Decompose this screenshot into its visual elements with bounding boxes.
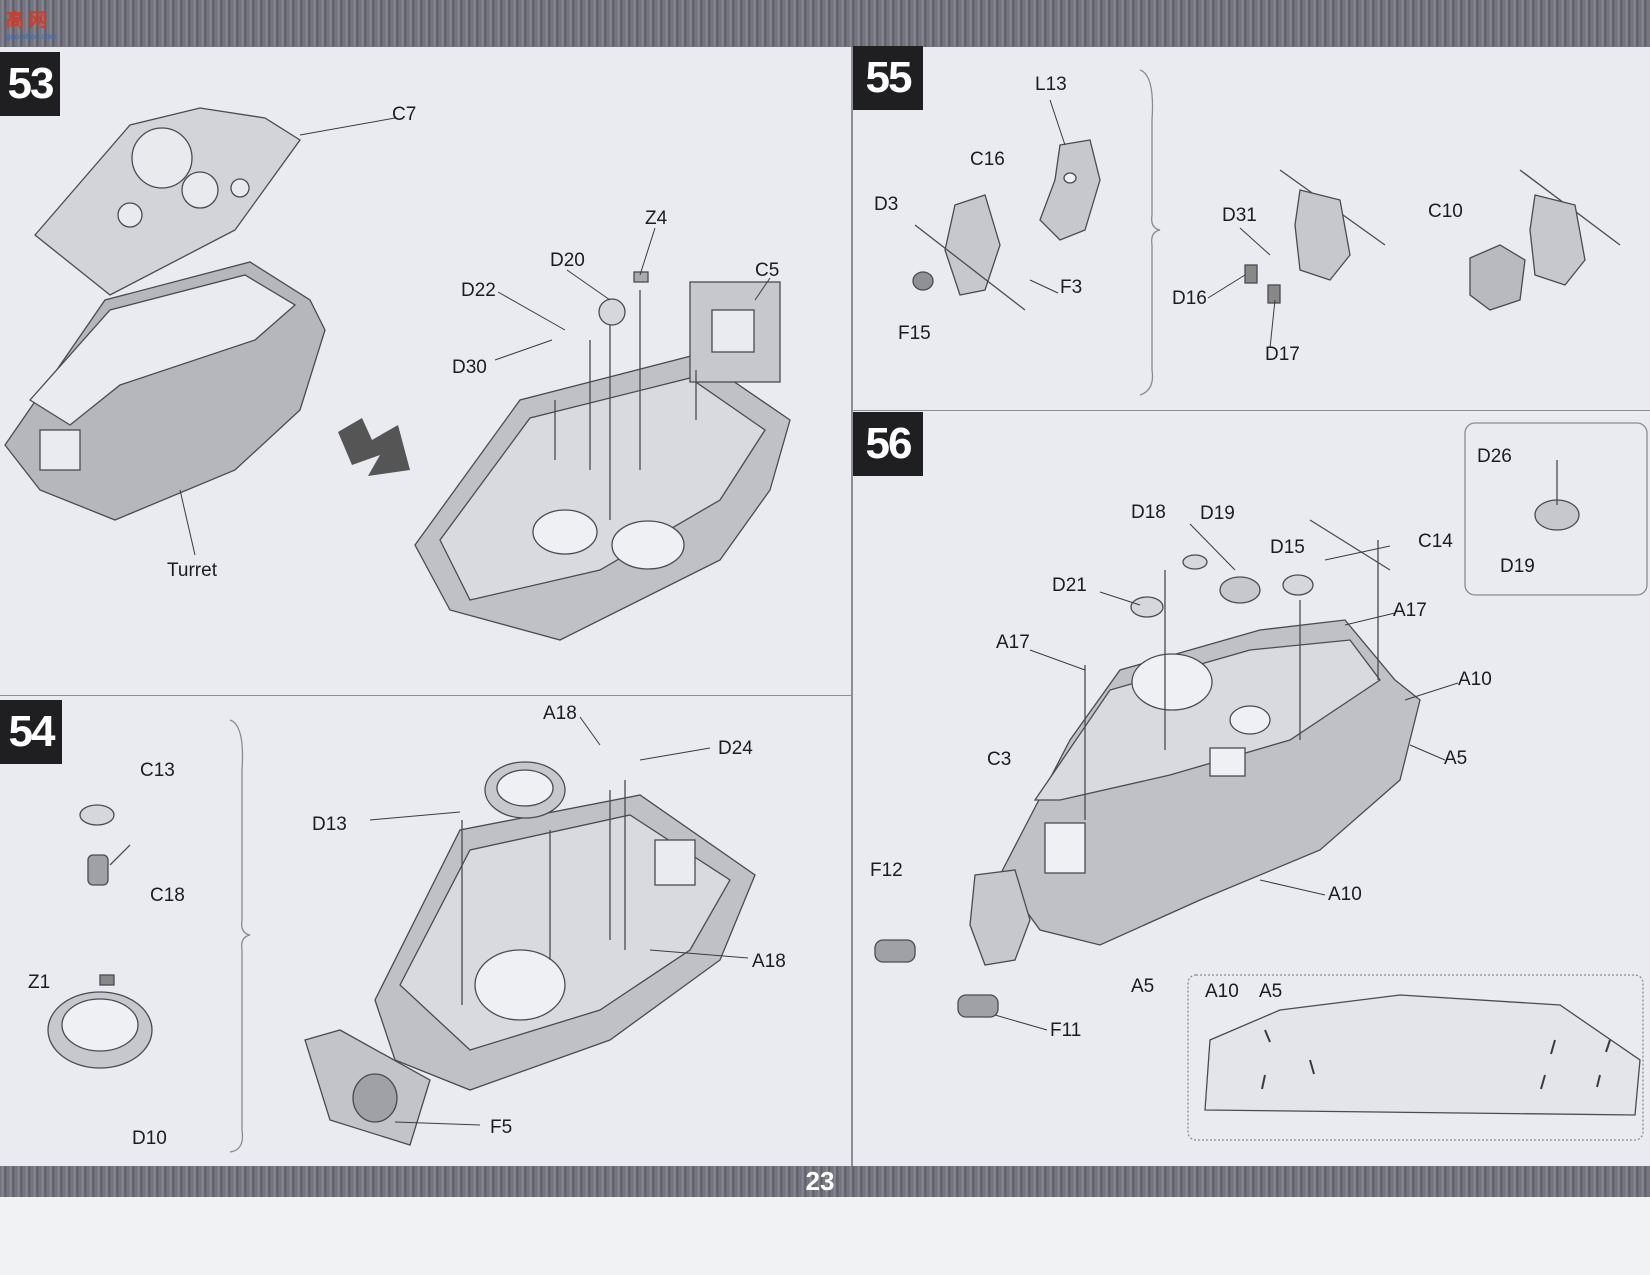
part-label-c13: C13: [140, 760, 175, 781]
watermark-logo: 高 网 gao-shou.com: [6, 10, 57, 41]
part-label-z4: Z4: [645, 208, 668, 229]
part-label-a18-bottom: A18: [752, 951, 786, 972]
part-label-d17: D17: [1265, 344, 1300, 365]
part-label-d13: D13: [312, 814, 347, 835]
step-53-badge: 53: [0, 52, 60, 116]
leader-lines: [179, 99, 1459, 1126]
part-label-turret: Turret: [167, 560, 217, 581]
part-label-c18: C18: [150, 885, 185, 906]
part-label-d31: D31: [1222, 205, 1257, 226]
part-label-d24: D24: [718, 738, 753, 759]
page-number: 23: [805, 1166, 835, 1196]
c16-l13-subassembly: [912, 139, 1101, 311]
step-55-badge: 55: [853, 46, 923, 110]
turret-shell: [4, 261, 326, 521]
part-label-c14: C14: [1418, 531, 1453, 552]
part-label-f3: F3: [1060, 277, 1083, 298]
d19-cupola-detail: [1534, 460, 1580, 531]
part-label-a17-right: A17: [1393, 600, 1427, 621]
turret-assembly-54: [304, 761, 756, 1146]
direction-arrow: [338, 418, 410, 476]
c13-c18-parts: [79, 804, 131, 886]
top-scan-band: [0, 0, 1650, 47]
part-label-a10-mid: A10: [1328, 884, 1362, 905]
step-56-badge: 56: [853, 412, 923, 476]
part-label-c3: C3: [987, 749, 1012, 770]
part-label-d19: D19: [1200, 503, 1235, 524]
part-label-a17-left: A17: [996, 632, 1030, 653]
turret-assembly-56: [874, 519, 1421, 1018]
horizontal-divider-right: [853, 410, 1650, 411]
part-label-d19-detail: D19: [1500, 556, 1535, 577]
part-label-f5: F5: [490, 1117, 513, 1138]
part-label-c5: C5: [755, 260, 780, 281]
page-margin: [0, 1197, 1650, 1275]
part-label-f15: F15: [898, 323, 931, 344]
part-label-c7: C7: [392, 104, 417, 125]
part-label-d22: D22: [461, 280, 496, 301]
part-label-d10: D10: [132, 1128, 167, 1149]
part-label-d26: D26: [1477, 446, 1512, 467]
part-label-d20: D20: [550, 250, 585, 271]
part-label-c16: C16: [970, 149, 1005, 170]
horizontal-divider-left: [0, 695, 851, 696]
part-label-a10-detail: A10: [1205, 981, 1239, 1002]
part-label-a10-top: A10: [1458, 669, 1492, 690]
d31-subassembly: [1244, 169, 1386, 304]
part-label-d16: D16: [1172, 288, 1207, 309]
c10-subassembly: [1469, 169, 1621, 311]
d10-ring: [47, 974, 153, 1069]
part-label-a5-top: A5: [1444, 748, 1468, 769]
part-label-z1: Z1: [28, 972, 51, 993]
step-54-badge: 54: [0, 700, 62, 764]
c7-roof-plate: [34, 107, 301, 296]
part-label-a18-top: A18: [543, 703, 577, 724]
part-label-a5-mid: A5: [1131, 976, 1155, 997]
assembly-diagrams: [4, 69, 1648, 1153]
part-label-d21: D21: [1052, 575, 1087, 596]
turret-assembly-53: [414, 271, 791, 641]
a10-a5-detail: [1204, 994, 1641, 1116]
part-label-a5-detail: A5: [1259, 981, 1283, 1002]
part-label-f12: F12: [870, 860, 903, 881]
bottom-scan-band: [0, 1166, 1650, 1197]
vertical-divider: [851, 47, 853, 1166]
instruction-page: [0, 47, 1650, 1166]
part-label-l13: L13: [1035, 74, 1067, 95]
part-label-d3: D3: [874, 194, 899, 215]
part-label-c10: C10: [1428, 201, 1463, 222]
part-label-d15: D15: [1270, 537, 1305, 558]
part-label-f11: F11: [1050, 1020, 1082, 1041]
part-label-d18: D18: [1131, 502, 1166, 523]
part-label-d30: D30: [452, 357, 487, 378]
